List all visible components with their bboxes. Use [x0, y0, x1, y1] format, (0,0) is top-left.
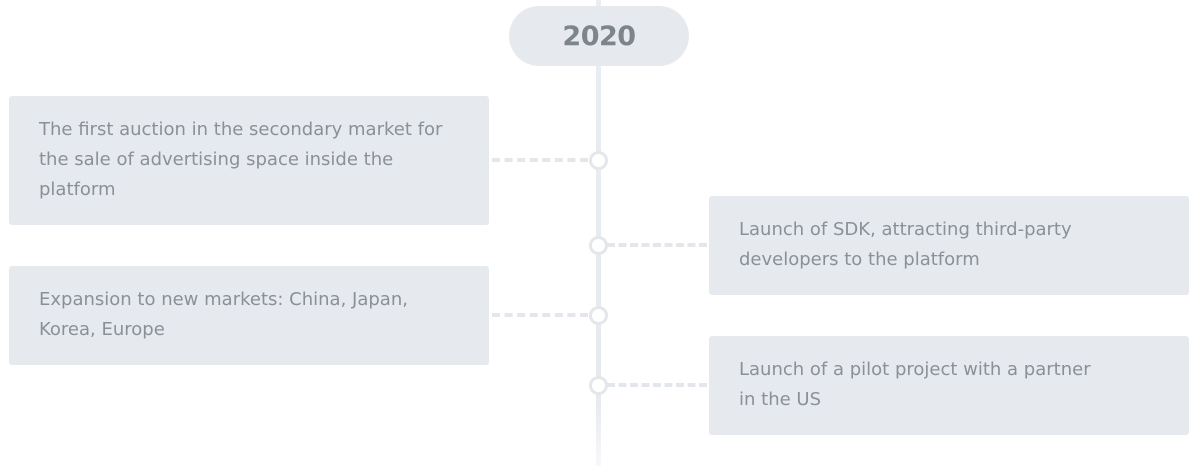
- timeline-event-card: Launch of SDK, attracting third-party de…: [709, 196, 1189, 295]
- timeline-connector: [492, 158, 588, 162]
- timeline-event-text: Launch of SDK, attracting third-party de…: [739, 219, 1072, 270]
- timeline-node: [589, 376, 608, 395]
- timeline-node: [589, 236, 608, 255]
- timeline-event-text: Launch of a pilot project with a partner…: [739, 359, 1091, 410]
- timeline-event-card: Launch of a pilot project with a partner…: [709, 336, 1189, 435]
- timeline-connector: [607, 383, 707, 387]
- timeline-event-card: The first auction in the secondary marke…: [9, 96, 489, 225]
- year-badge: 2020: [509, 6, 689, 66]
- timeline-connector: [492, 313, 588, 317]
- timeline-node: [589, 151, 608, 170]
- timeline-event-card: Expansion to new markets: China, Japan, …: [9, 266, 489, 365]
- timeline-axis: [596, 0, 601, 466]
- timeline-event-text: Expansion to new markets: China, Japan, …: [39, 289, 408, 340]
- timeline-connector: [607, 243, 707, 247]
- timeline-event-text: The first auction in the secondary marke…: [39, 119, 443, 200]
- timeline-node: [589, 306, 608, 325]
